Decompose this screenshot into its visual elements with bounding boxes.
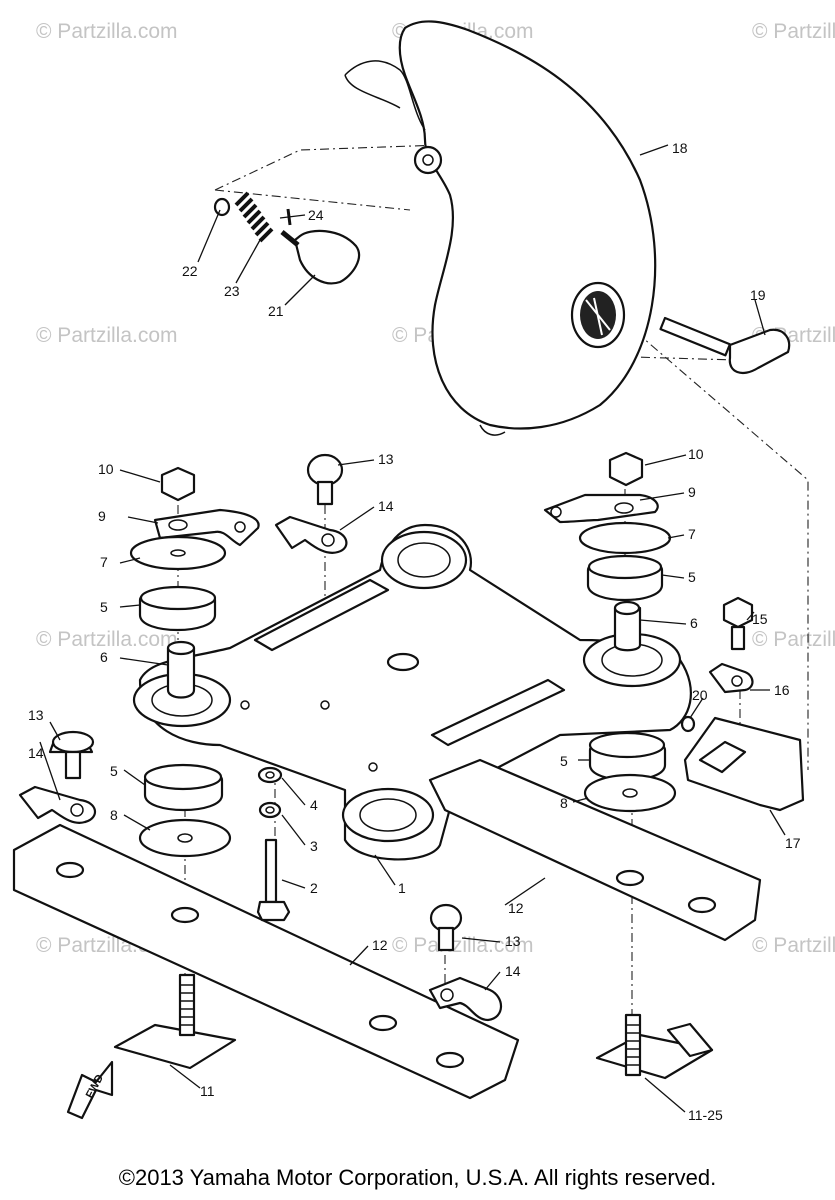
- callout-24: 24: [308, 207, 324, 223]
- engine-mount-frame: [132, 523, 692, 861]
- callout-5-lower-right: 5: [560, 753, 568, 769]
- callout-7-left: 7: [100, 554, 108, 570]
- watermarks: © Partzilla.com © Partzilla.com © Partzi…: [36, 20, 835, 957]
- callout-5-upper-right: 5: [688, 569, 696, 585]
- anchor-plates: [113, 973, 714, 1080]
- callout-20: 20: [692, 687, 708, 703]
- callout-11: 11: [200, 1083, 215, 1099]
- callout-10-left: 10: [98, 461, 114, 477]
- callout-6-right: 6: [690, 615, 698, 631]
- callout-14-top: 14: [378, 498, 394, 514]
- callout-1: 1: [398, 880, 406, 896]
- callout-22: 22: [182, 263, 198, 279]
- fan-shroud: [344, 20, 657, 436]
- callout-18: 18: [672, 140, 688, 156]
- watermark-top-right: © Partzilla.com: [752, 20, 835, 43]
- callout-11-25: 11-25: [688, 1107, 723, 1123]
- callout-21: 21: [268, 303, 284, 319]
- center-bolt-assembly: [256, 766, 291, 922]
- mounting-rails: [12, 758, 762, 1100]
- callout-6-left: 6: [100, 649, 108, 665]
- watermark-mid-left: © Partzilla.com: [36, 324, 178, 347]
- callout-numbers: 18 19 24 22 23 21 10 9 7 5 6 13 14 10 9 …: [28, 140, 801, 1123]
- callout-8-right: 8: [560, 795, 568, 811]
- callout-15: 15: [752, 611, 768, 627]
- copyright-notice: ©2013 Yamaha Motor Corporation, U.S.A. A…: [118, 1165, 717, 1190]
- lower-left-isolator: [138, 763, 232, 858]
- callout-16: 16: [774, 682, 790, 698]
- callout-19: 19: [750, 287, 766, 303]
- callout-10-right: 10: [688, 446, 704, 462]
- shaft-lever: [659, 316, 791, 375]
- lower-right-isolator: [583, 731, 677, 813]
- right-mount-stack: [543, 451, 672, 652]
- watermark-low-right: © Partzilla.com: [752, 628, 835, 651]
- callout-13-top: 13: [378, 451, 394, 467]
- left-mount-stack: [129, 466, 260, 699]
- callout-12-left: 12: [372, 937, 388, 953]
- callout-12-right: 12: [508, 900, 524, 916]
- bolt-tab-sets: [18, 453, 503, 1022]
- right-bracket-assembly: [680, 596, 805, 812]
- watermark-low-left: © Partzilla.com: [36, 628, 178, 651]
- callout-17: 17: [785, 835, 801, 851]
- watermark-bottom-right: © Partzilla.com: [752, 934, 835, 957]
- spring: [234, 191, 274, 243]
- callout-5-upper-left: 5: [100, 599, 108, 615]
- callout-8-left: 8: [110, 807, 118, 823]
- callout-4: 4: [310, 797, 318, 813]
- callout-13-left: 13: [28, 707, 44, 723]
- callout-14-bottom: 14: [505, 963, 521, 979]
- callout-2: 2: [310, 880, 318, 896]
- knob-assembly: [213, 191, 361, 285]
- callout-9-left: 9: [98, 508, 106, 524]
- callout-3: 3: [310, 838, 318, 854]
- watermark-top-left: © Partzilla.com: [36, 20, 178, 43]
- callout-7-right: 7: [688, 526, 696, 542]
- callout-23: 23: [224, 283, 240, 299]
- callout-13-bottom: 13: [505, 933, 521, 949]
- watermark-bottom-center: © Partzilla.com: [392, 934, 534, 957]
- callout-5-lower-left: 5: [110, 763, 118, 779]
- leader-lines: [39, 144, 786, 1113]
- fwd-arrow: FWD: [66, 1060, 114, 1120]
- callout-14-left: 14: [28, 745, 44, 761]
- callout-9-right: 9: [688, 484, 696, 500]
